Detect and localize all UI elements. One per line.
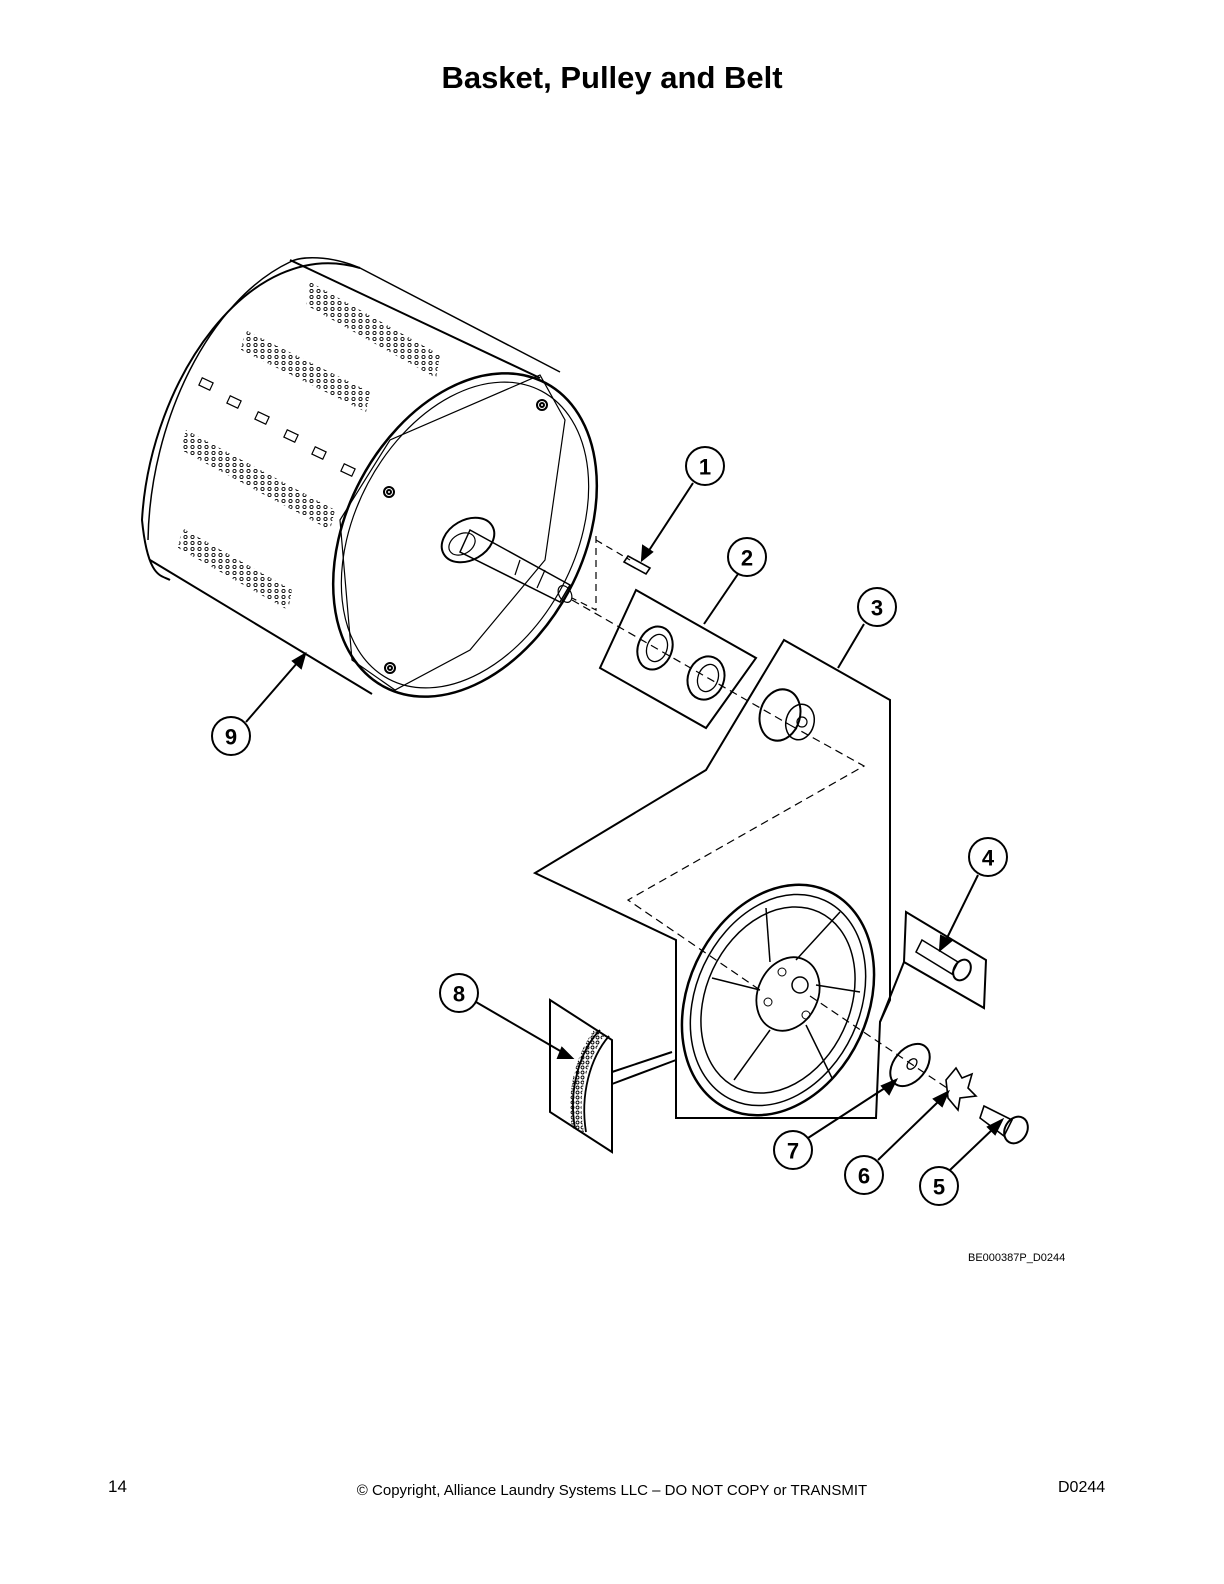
callout-circle-6 [844, 1155, 884, 1195]
callout-circle-7 [773, 1130, 813, 1170]
callout-circle-8 [439, 973, 479, 1013]
document-id: D0244 [1058, 1479, 1106, 1496]
callout-number-4: 4 [982, 846, 995, 871]
hardware-parts [889, 1042, 1029, 1145]
callout-number-3: 3 [871, 596, 883, 621]
basket [140, 257, 599, 698]
callout-number-9: 9 [225, 725, 237, 750]
callout-number-6: 6 [858, 1164, 870, 1189]
socket-bolt-inset [809, 910, 988, 1091]
callout-circle-9 [211, 716, 251, 756]
callout-number-1: 1 [699, 455, 711, 480]
figure-code: BE000387P_D0244 [968, 1252, 1066, 1264]
callout-number-7: 7 [787, 1139, 799, 1164]
callout-circle-3 [857, 587, 897, 627]
page-number: 14 [108, 1477, 127, 1496]
callout-circle-1 [685, 446, 725, 486]
pulley-inset [532, 638, 891, 1119]
callout-circle-2 [727, 537, 767, 577]
key-part [571, 536, 652, 611]
belt-inset [549, 998, 677, 1154]
callout-number-2: 2 [741, 546, 753, 571]
copyright-notice: © Copyright, Alliance Laundry Systems LL… [356, 1482, 868, 1499]
callout-number-5: 5 [933, 1175, 945, 1200]
callout-circle-5 [919, 1166, 959, 1206]
bearing-inset [598, 588, 758, 730]
page-title: Basket, Pulley and Belt [441, 60, 783, 95]
callout-number-8: 8 [453, 982, 465, 1007]
callout-circle-4 [968, 837, 1008, 877]
leader-lines [245, 482, 1005, 1171]
